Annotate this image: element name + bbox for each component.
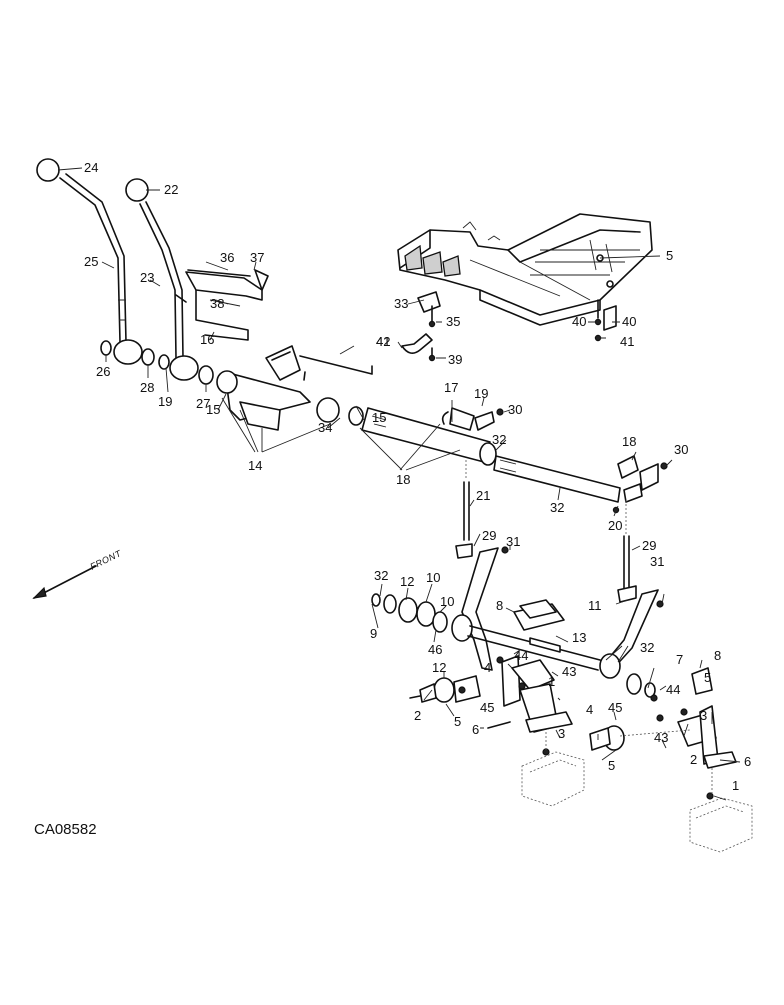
callout-33: 33: [394, 296, 408, 311]
shift-finger-upper: [441, 407, 504, 431]
callout-41: 41: [620, 334, 634, 349]
shift-housing: [216, 345, 364, 431]
callout-11: 11: [588, 598, 602, 613]
callout-32: 32: [374, 568, 388, 583]
callout-29: 29: [642, 538, 656, 553]
callout-35: 35: [446, 314, 460, 329]
callout-19: 19: [474, 386, 488, 401]
callout-29: 29: [482, 528, 496, 543]
leader-lines: [57, 167, 741, 801]
callout-42: 42: [376, 334, 390, 349]
callout-20: 20: [608, 518, 622, 533]
callout-25: 25: [84, 254, 98, 269]
shift-shaft-lower: [493, 455, 668, 503]
callout-2: 2: [414, 708, 421, 723]
callout-24: 24: [84, 160, 98, 175]
callout-43: 43: [562, 664, 576, 679]
callout-19: 19: [158, 394, 172, 409]
link-rods: [463, 460, 630, 591]
callout-1: 1: [732, 778, 739, 793]
shift-lever-left: [36, 158, 143, 365]
callout-3: 3: [558, 726, 565, 741]
callout-46: 46: [428, 642, 442, 657]
callout-12: 12: [400, 574, 414, 589]
front-arrow: [32, 565, 97, 599]
callout-10: 10: [426, 570, 440, 585]
callout-12: 12: [432, 660, 446, 675]
cover-plate: [397, 213, 653, 326]
callout-7: 7: [676, 652, 683, 667]
callout-36: 36: [220, 250, 234, 265]
callout-5: 5: [704, 670, 711, 685]
rod-34: [299, 355, 373, 375]
callout-10: 10: [440, 594, 454, 609]
callout-4: 4: [586, 702, 593, 717]
detent-parts: [401, 291, 617, 362]
callout-4: 4: [484, 660, 491, 675]
callout-32: 32: [492, 432, 506, 447]
callout-6: 6: [744, 754, 751, 769]
callout-32: 32: [550, 500, 564, 515]
callout-32: 32: [640, 640, 654, 655]
callout-28: 28: [140, 380, 154, 395]
callout-15: 15: [372, 410, 386, 425]
callout-17: 17: [444, 380, 458, 395]
callout-5: 5: [454, 714, 461, 729]
callout-14: 14: [248, 458, 262, 473]
callout-6: 6: [472, 722, 479, 737]
shift-rails: [521, 751, 753, 853]
callout-41: 41: [376, 334, 390, 349]
bellcrank-left: [409, 655, 573, 756]
callout-13: 13: [572, 630, 586, 645]
callout-30: 30: [508, 402, 522, 417]
callout-45: 45: [608, 700, 622, 715]
callout-23: 23: [140, 270, 154, 285]
lever-bracket: [185, 269, 269, 341]
callout-27: 27: [196, 396, 210, 411]
shift-shaft-upper: [361, 407, 497, 466]
callout-45: 45: [480, 700, 494, 715]
callout-1: 1: [548, 674, 555, 689]
callout-31: 31: [506, 534, 520, 549]
callout-16: 16: [200, 332, 214, 347]
callout-8: 8: [714, 648, 721, 663]
bellcrank-right: [589, 667, 737, 800]
callout-38: 38: [210, 296, 224, 311]
shift-lever-right: [125, 178, 199, 381]
callout-9: 9: [370, 626, 377, 641]
callout-44: 44: [514, 648, 528, 663]
callout-18: 18: [622, 434, 636, 449]
callout-5: 5: [666, 248, 673, 263]
callout-8: 8: [496, 598, 503, 613]
callout-37: 37: [250, 250, 264, 265]
callout-5: 5: [608, 758, 615, 773]
callout-21: 21: [476, 488, 490, 503]
callout-18: 18: [396, 472, 410, 487]
callout-3: 3: [700, 708, 707, 723]
lower-linkage-left: [371, 543, 601, 671]
callout-22: 22: [164, 182, 178, 197]
callout-15: 15: [206, 402, 220, 417]
callout-34: 34: [318, 420, 332, 435]
callout-40: 40: [622, 314, 636, 329]
callout-39: 39: [448, 352, 462, 367]
drawing-code-caption: CA08582: [34, 821, 97, 838]
front-direction-label: FRONT: [88, 548, 123, 572]
callout-31: 31: [650, 554, 664, 569]
callout-30: 30: [674, 442, 688, 457]
callout-26: 26: [96, 364, 110, 379]
callout-40: 40: [572, 314, 586, 329]
callout-2: 2: [690, 752, 697, 767]
callout-43: 43: [654, 730, 668, 745]
callout-44: 44: [666, 682, 680, 697]
